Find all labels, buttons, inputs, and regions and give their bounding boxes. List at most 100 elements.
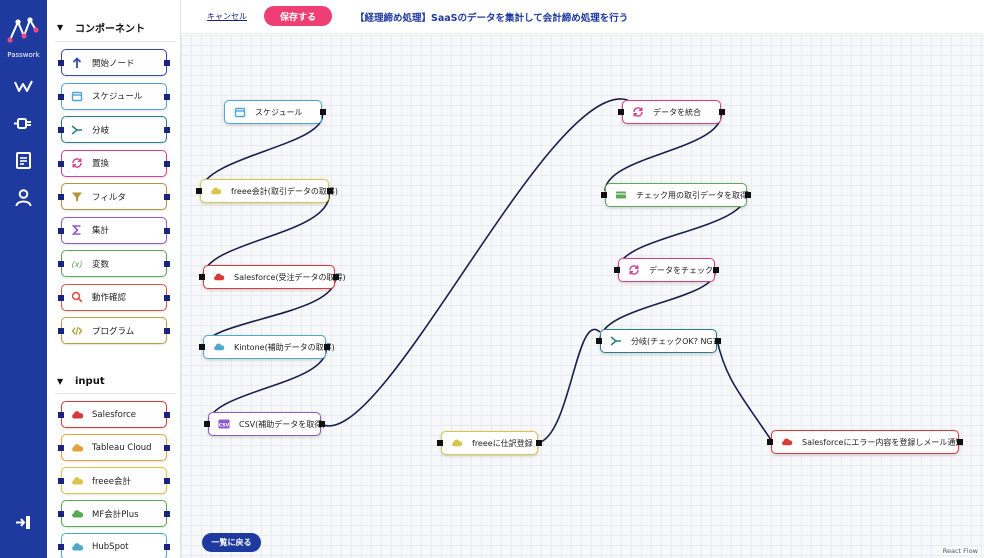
flow-node[interactable]: 分岐(チェックOK? NG?) [596, 329, 721, 353]
flow-node[interactable]: データを統合 [618, 100, 725, 124]
handle-left[interactable] [58, 328, 64, 334]
handle-left[interactable] [58, 160, 64, 167]
handle-right[interactable] [164, 328, 170, 334]
activity-icon[interactable] [13, 76, 34, 97]
component-item[interactable]: 開始ノード [58, 49, 170, 76]
document-icon[interactable] [13, 150, 34, 171]
calendar-icon [234, 106, 246, 118]
logo-text: Passwork [7, 51, 40, 59]
output-handle[interactable] [327, 188, 333, 194]
input-handle[interactable] [596, 338, 602, 344]
flow-node[interactable]: Salesforceにエラー内容を登録しメール通知 [767, 430, 963, 454]
flow-node[interactable]: Kintone(補助データの取得) [199, 335, 335, 359]
component-item[interactable]: スケジュール [58, 82, 170, 110]
component-item[interactable]: 置換 [58, 149, 170, 177]
output-handle[interactable] [333, 274, 339, 280]
component-item[interactable]: (x)変数 [58, 250, 170, 277]
component-item-label: 分岐 [92, 125, 110, 136]
handle-left[interactable] [58, 60, 64, 66]
output-handle[interactable] [713, 267, 719, 273]
input-item-label: freee会計 [92, 476, 131, 487]
cancel-link[interactable]: キャンセル [207, 12, 247, 21]
components-section-title: コンポーネント [75, 23, 145, 35]
flow-node[interactable]: freee会計(取引データの取得) [196, 179, 338, 203]
handle-right[interactable] [164, 93, 170, 100]
handle-right[interactable] [164, 227, 170, 234]
handle-right[interactable] [164, 194, 170, 200]
input-handle[interactable] [601, 192, 607, 198]
handle-right[interactable] [164, 294, 170, 301]
input-item[interactable]: MF会計Plus [58, 500, 170, 527]
handle-right[interactable] [164, 261, 170, 267]
flow-node[interactable]: Salesforce(受注データの取得) [199, 265, 346, 289]
chevron-down-icon: ▼ [57, 22, 64, 32]
save-button[interactable]: 保存する [264, 6, 332, 26]
input-handle[interactable] [199, 344, 205, 350]
flow-node[interactable]: データをチェック [614, 258, 719, 282]
components-section-header[interactable]: ▼ コンポーネント [57, 19, 145, 35]
handle-left[interactable] [58, 511, 64, 517]
handle-left[interactable] [58, 194, 64, 200]
component-item[interactable]: 集計 [58, 216, 170, 244]
flow-title: 【経理締め処理】SaaSのデータを集計して会計締め処理を行う [355, 13, 629, 24]
input-handle[interactable] [437, 440, 443, 446]
output-handle[interactable] [715, 338, 721, 344]
back-to-list-button[interactable]: 一覧に戻る [202, 533, 261, 552]
user-icon[interactable] [13, 187, 34, 208]
component-item[interactable]: プログラム [58, 317, 170, 344]
logo-icon[interactable] [7, 16, 39, 48]
input-item[interactable]: HubSpot [58, 533, 170, 558]
handle-right[interactable] [164, 60, 170, 66]
input-handle[interactable] [767, 439, 773, 445]
component-item[interactable]: 動作確認 [58, 283, 170, 311]
logout-icon[interactable] [13, 512, 34, 533]
handle-right[interactable] [164, 544, 170, 550]
flow-node[interactable]: チェック用の取引データを取得 [601, 183, 751, 207]
component-item[interactable]: 分岐 [58, 116, 170, 143]
output-handle[interactable] [957, 439, 963, 445]
output-handle[interactable] [745, 192, 751, 198]
flow-node-label: 分岐(チェックOK? NG?) [631, 336, 721, 346]
handle-left[interactable] [58, 478, 64, 484]
input-section-header[interactable]: ▼ input [57, 373, 105, 389]
output-handle[interactable] [719, 109, 725, 115]
handle-left[interactable] [58, 544, 64, 550]
flow-canvas[interactable]: スケジュール freee会計(取引データの取得) Salesforce(受注データの… [181, 35, 984, 558]
component-item[interactable]: フィルタ [58, 183, 170, 210]
handle-left[interactable] [58, 294, 64, 301]
input-handle[interactable] [199, 274, 205, 280]
output-handle[interactable] [536, 440, 542, 446]
output-handle[interactable] [324, 344, 330, 350]
handle-right[interactable] [164, 127, 170, 133]
handle-right[interactable] [164, 511, 170, 517]
input-item[interactable]: Salesforce [58, 401, 170, 428]
handle-left[interactable] [58, 127, 64, 133]
flow-node[interactable]: スケジュール [224, 100, 326, 124]
flow-node[interactable]: freeeに仕訳登録 [437, 431, 542, 455]
output-handle[interactable] [320, 109, 326, 115]
component-item-label: フィルタ [92, 192, 126, 203]
handle-right[interactable] [164, 478, 170, 484]
component-item-label: 開始ノード [92, 58, 135, 69]
input-handle[interactable] [196, 188, 202, 194]
react-flow-attribution[interactable]: React Flow [940, 547, 980, 555]
input-item[interactable]: Tableau Cloud [58, 434, 170, 461]
handle-left[interactable] [58, 93, 64, 100]
handle-right[interactable] [164, 445, 170, 451]
cloud-icon [213, 271, 225, 283]
filter-icon [70, 190, 84, 204]
handle-right[interactable] [164, 412, 170, 418]
handle-left[interactable] [58, 261, 64, 267]
handle-left[interactable] [58, 227, 64, 234]
handle-right[interactable] [164, 160, 170, 167]
input-item-label: Tableau Cloud [92, 442, 152, 453]
input-handle[interactable] [204, 421, 210, 427]
input-handle[interactable] [618, 109, 624, 115]
input-handle[interactable] [614, 267, 620, 273]
handle-left[interactable] [58, 445, 64, 451]
input-item[interactable]: freee会計 [58, 467, 170, 494]
output-handle[interactable] [319, 421, 325, 427]
handle-left[interactable] [58, 412, 64, 418]
plug-icon[interactable] [13, 113, 34, 134]
